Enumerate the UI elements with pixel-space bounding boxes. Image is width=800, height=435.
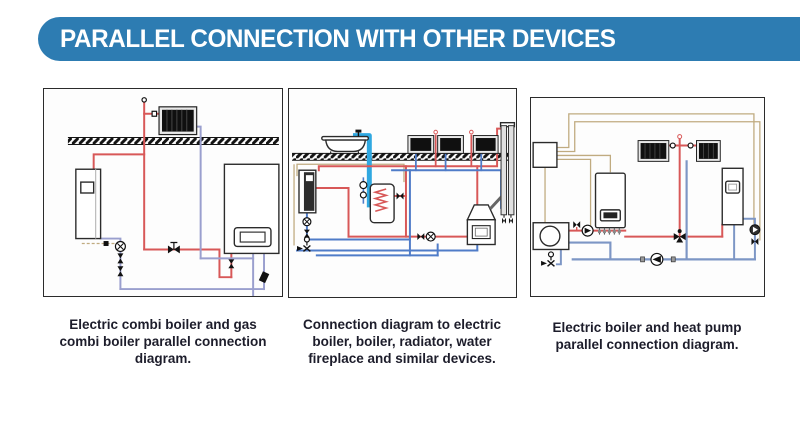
electric-combi-boiler-icon <box>75 168 102 240</box>
caption-electric-gas-combi: Electric combi boiler and gas combi boil… <box>59 317 267 366</box>
manifold-pump-icon <box>417 231 436 242</box>
panel-multi-device <box>288 88 517 298</box>
chimney-heat-exchanger-icon <box>499 121 516 224</box>
electric-boiler-icon <box>594 172 626 235</box>
ceiling-hatch-line <box>67 137 279 145</box>
air-vent-icon <box>677 134 683 140</box>
thermo-fittings <box>359 181 368 199</box>
shutoff-valve-icon <box>167 241 180 254</box>
pipe-union <box>151 110 158 117</box>
filling-tap-icon <box>541 251 555 267</box>
right-pump-group-icon <box>749 224 761 246</box>
filter-icon <box>258 271 270 284</box>
radiator-icon <box>158 106 198 136</box>
panel-electric-gas-combi <box>43 88 283 297</box>
electric-boiler-icon <box>298 169 317 214</box>
control-box-icon <box>532 141 558 168</box>
caption-multi-device: Connection diagram to electric boiler, b… <box>302 317 502 366</box>
water-tank-with-coil-icon <box>369 183 395 224</box>
radiator-icons <box>637 140 721 162</box>
header-banner: PARALLEL CONNECTION WITH OTHER DEVICES <box>38 17 800 61</box>
heat-pump-icon <box>532 222 570 251</box>
water-fireplace-icon <box>466 204 497 246</box>
diagram-multi-device <box>292 121 516 257</box>
heat-pump-pump-icon <box>573 221 594 237</box>
control-wire <box>81 241 116 246</box>
air-vent-icon <box>433 129 438 135</box>
diagram-electric-gas-combi <box>67 97 280 296</box>
floor-hatch-line <box>292 152 513 161</box>
air-vent-icon <box>469 129 474 135</box>
filling-tap-icon <box>297 236 311 252</box>
bathtub-icon <box>321 129 370 155</box>
dhw-riser-pipe <box>352 133 372 208</box>
electric-combi-boiler-icon <box>721 167 744 226</box>
radiator-icons <box>407 129 499 154</box>
hot-water-pipes <box>314 127 502 238</box>
control-wires <box>293 163 405 246</box>
control-wires <box>544 113 761 241</box>
floor-circulation-pump-icon <box>640 252 676 266</box>
panel-electric-heat-pump <box>530 97 765 297</box>
mixing-valve-icon <box>673 229 686 243</box>
gas-combi-boiler-icon <box>223 163 280 255</box>
boiler-pump-icon <box>302 217 312 238</box>
tank-valve-icon <box>396 192 404 200</box>
air-vent-icon <box>141 97 147 103</box>
cold-water-pipes <box>555 160 757 266</box>
caption-electric-heat-pump: Electric boiler and heat pump parallel c… <box>552 320 742 352</box>
radiator-valves <box>669 134 694 149</box>
page-title: PARALLEL CONNECTION WITH OTHER DEVICES <box>60 24 616 53</box>
circulation-pump-icon <box>114 240 126 253</box>
small-valves <box>117 253 235 277</box>
diagram-electric-heat-pump <box>532 113 761 267</box>
